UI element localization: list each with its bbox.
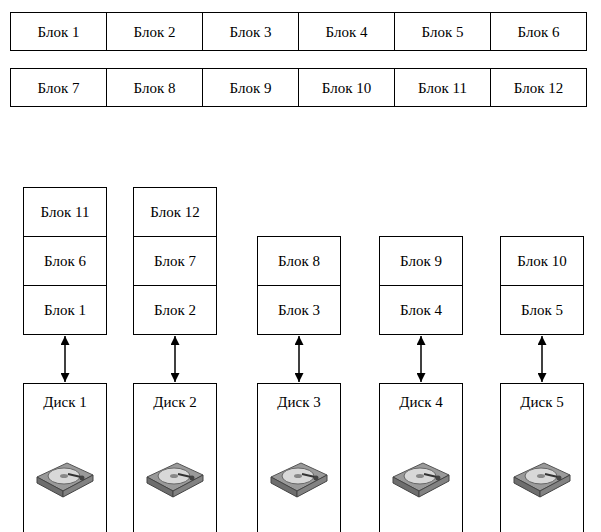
- disk-box: Диск 1: [23, 383, 107, 532]
- hard-drive-icon: [393, 463, 449, 497]
- double-arrow: [420, 336, 422, 382]
- double-arrow: [174, 336, 176, 382]
- block-label: Блок 3: [230, 23, 272, 41]
- data-block-box: Блок 4: [379, 285, 463, 335]
- data-block-box: Блок 8: [106, 68, 203, 107]
- data-block-box: Блок 6: [23, 236, 107, 286]
- data-block-box: Блок 9: [379, 236, 463, 286]
- double-arrow: [64, 336, 66, 382]
- block-label: Блок 8: [278, 252, 320, 270]
- data-block-box: Блок 3: [202, 12, 299, 51]
- data-block-box: Блок 8: [257, 236, 341, 286]
- block-label: Блок 10: [322, 79, 371, 97]
- data-block-box: Блок 10: [500, 236, 584, 286]
- disk-label: Диск 4: [399, 393, 442, 411]
- block-label: Блок 11: [41, 203, 90, 221]
- disk-label: Диск 3: [277, 393, 320, 411]
- data-block-box: Блок 5: [500, 285, 584, 335]
- disk-box: Диск 5: [500, 383, 584, 532]
- block-label: Блок 4: [326, 23, 368, 41]
- data-block-box: Блок 11: [23, 187, 107, 237]
- hard-drive-icon: [37, 463, 93, 497]
- block-label: Блок 12: [514, 79, 563, 97]
- block-label: Блок 3: [278, 301, 320, 319]
- block-label: Блок 7: [38, 79, 80, 97]
- data-block-box: Блок 1: [10, 12, 107, 51]
- data-block-box: Блок 10: [298, 68, 395, 107]
- disk-box: Диск 4: [379, 383, 463, 532]
- data-block-box: Блок 5: [394, 12, 491, 51]
- block-label: Блок 4: [400, 301, 442, 319]
- data-block-box: Блок 6: [490, 12, 587, 51]
- data-block-box: Блок 2: [106, 12, 203, 51]
- block-label: Блок 7: [154, 252, 196, 270]
- data-block-box: Блок 3: [257, 285, 341, 335]
- block-label: Блок 5: [422, 23, 464, 41]
- disk-label: Диск 2: [153, 393, 196, 411]
- block-label: Блок 2: [134, 23, 176, 41]
- block-label: Блок 5: [521, 301, 563, 319]
- block-label: Блок 11: [418, 79, 467, 97]
- data-block-box: Блок 2: [133, 285, 217, 335]
- block-label: Блок 1: [38, 23, 80, 41]
- block-label: Блок 1: [44, 301, 86, 319]
- disk-label: Диск 1: [43, 393, 86, 411]
- block-label: Блок 9: [230, 79, 272, 97]
- block-label: Блок 12: [150, 203, 199, 221]
- hard-drive-icon: [271, 463, 327, 497]
- data-block-box: Блок 7: [133, 236, 217, 286]
- disk-label: Диск 5: [520, 393, 563, 411]
- block-label: Блок 10: [517, 252, 566, 270]
- data-block-box: Блок 4: [298, 12, 395, 51]
- data-block-box: Блок 12: [490, 68, 587, 107]
- hard-drive-icon: [514, 463, 570, 497]
- double-arrow: [298, 336, 300, 382]
- block-label: Блок 9: [400, 252, 442, 270]
- hard-drive-icon: [147, 463, 203, 497]
- double-arrow: [541, 336, 543, 382]
- data-block-box: Блок 11: [394, 68, 491, 107]
- block-label: Блок 6: [44, 252, 86, 270]
- block-label: Блок 8: [134, 79, 176, 97]
- data-block-box: Блок 9: [202, 68, 299, 107]
- data-block-box: Блок 1: [23, 285, 107, 335]
- data-block-box: Блок 7: [10, 68, 107, 107]
- block-label: Блок 6: [518, 23, 560, 41]
- block-label: Блок 2: [154, 301, 196, 319]
- disk-box: Диск 2: [133, 383, 217, 532]
- data-block-box: Блок 12: [133, 187, 217, 237]
- disk-box: Диск 3: [257, 383, 341, 532]
